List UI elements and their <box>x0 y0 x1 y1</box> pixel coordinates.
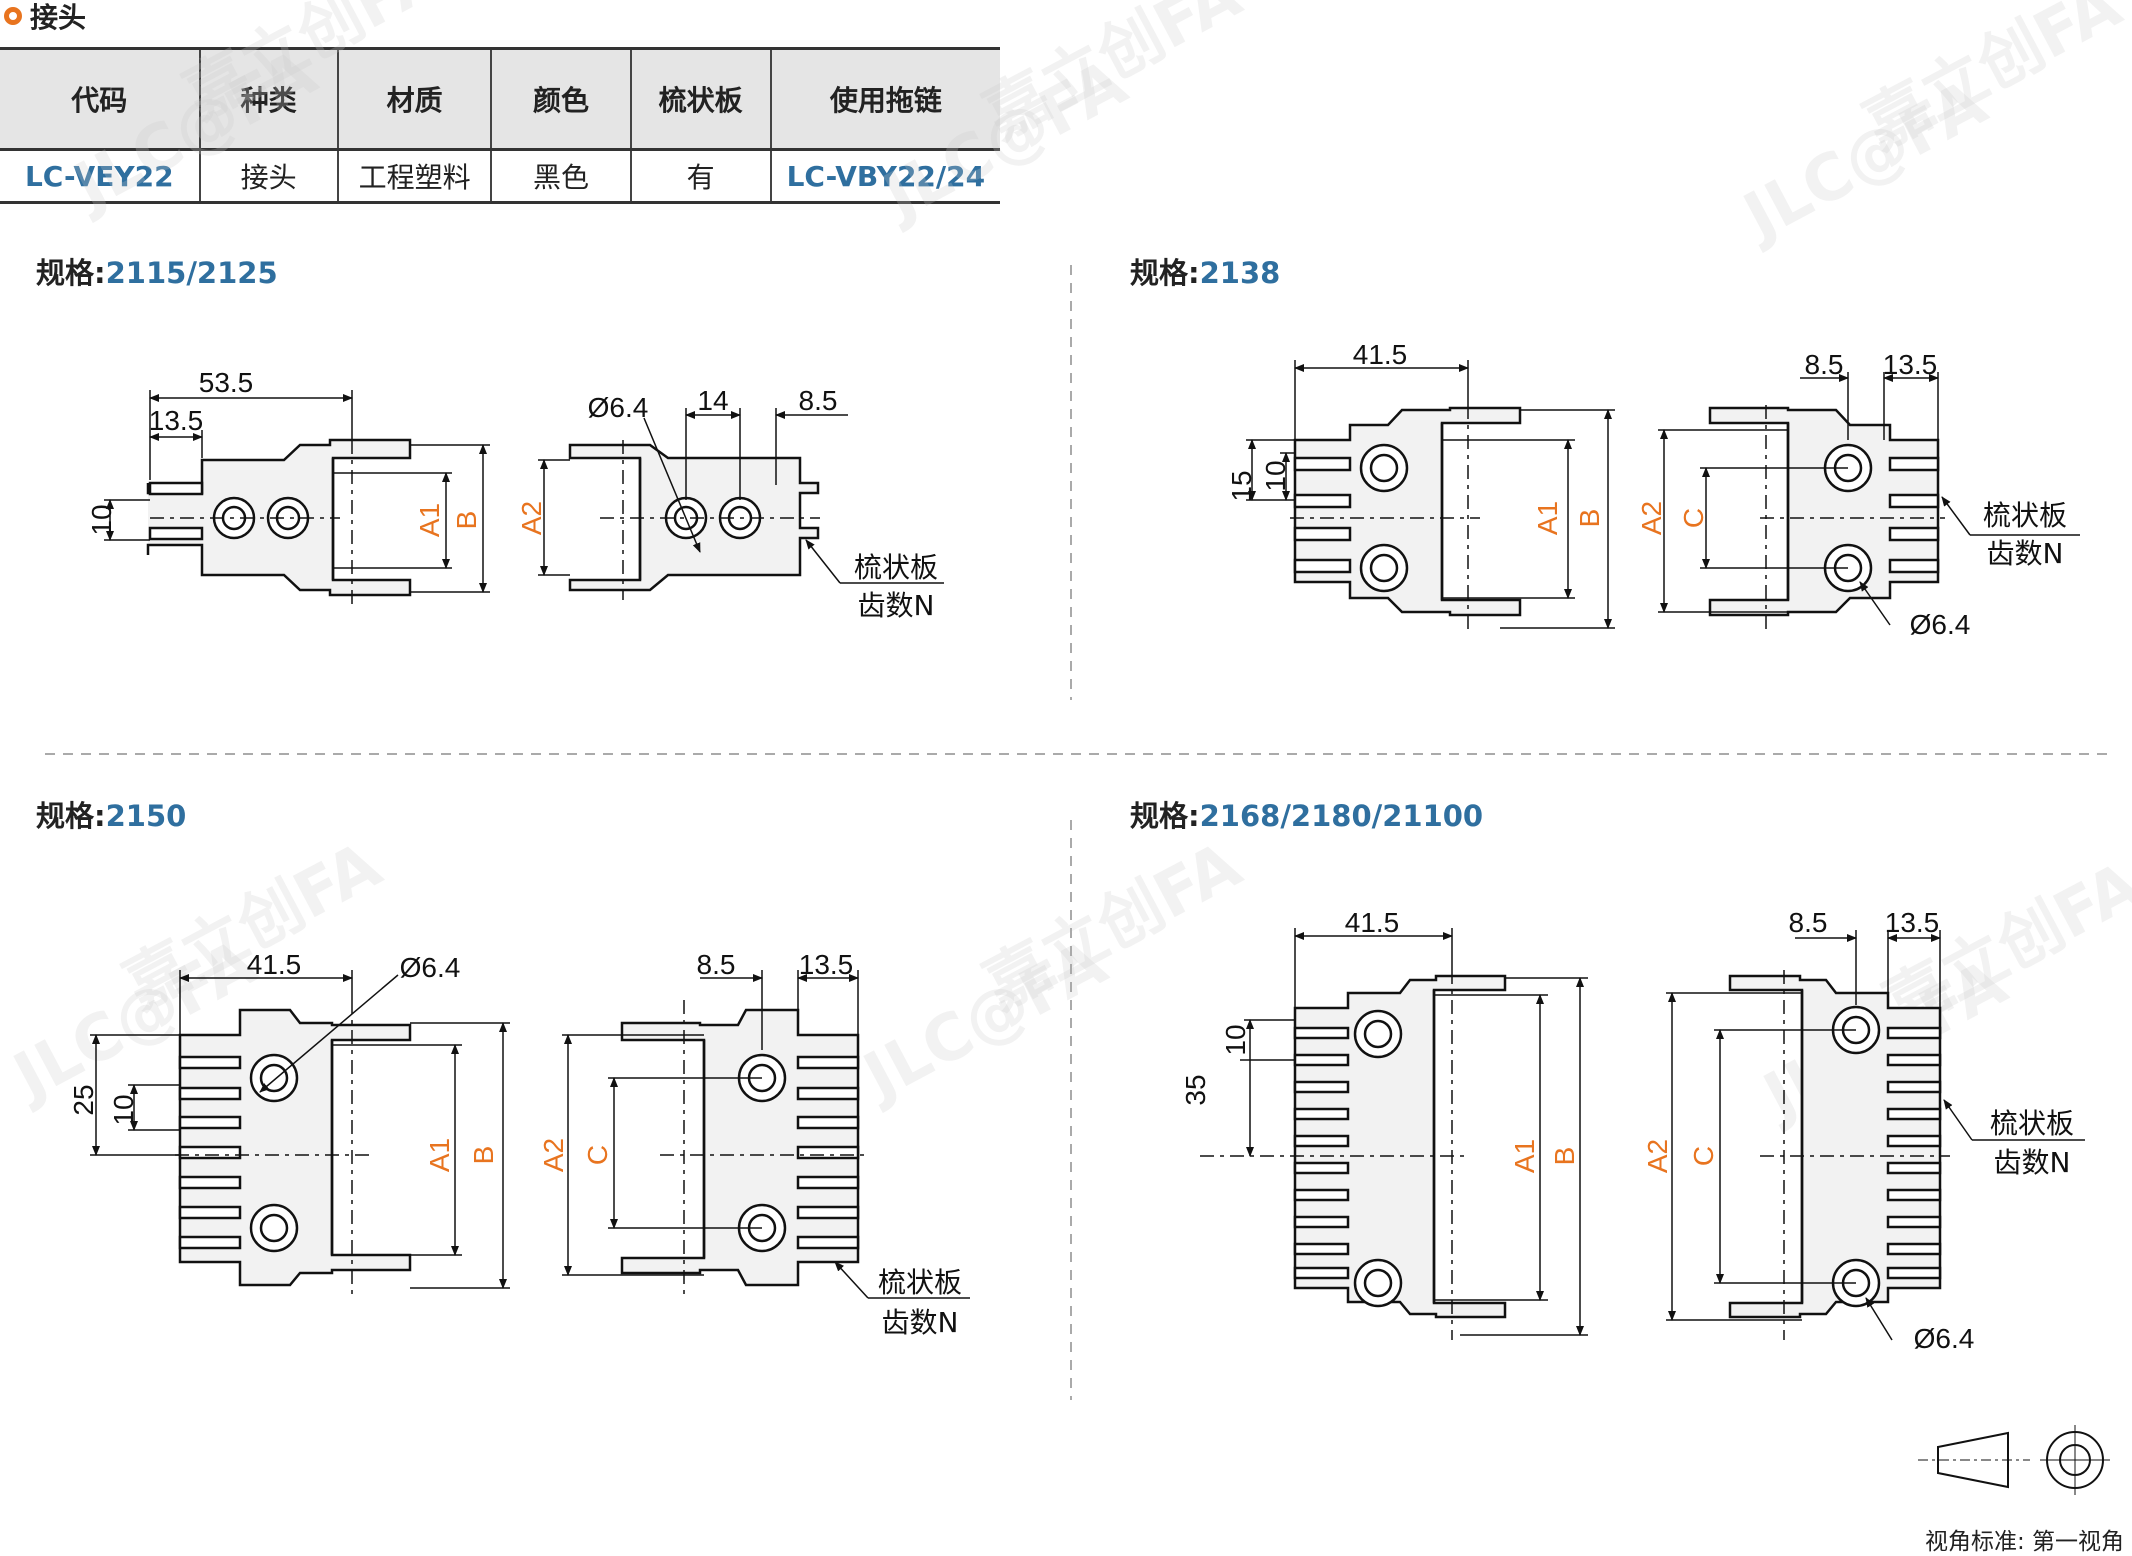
dims-2168-right <box>1666 930 2085 1341</box>
drawing-2150-right <box>620 1000 870 1300</box>
label-comb: 梳状板 <box>1990 1107 2074 1140</box>
dim-25: 25 <box>68 1084 99 1115</box>
section-title: 接头 <box>30 1 87 34</box>
dims-2138-right <box>1658 372 2080 626</box>
col-material: 材质 <box>337 47 493 151</box>
dim-53-5: 53.5 <box>199 367 254 398</box>
dims-2115-left <box>104 390 490 593</box>
watermark-brand: 嘉立创FA <box>1853 0 2132 164</box>
dims-2150-right <box>562 970 970 1299</box>
spec-label-4: 规格:2168/2180/21100 <box>1130 799 1484 833</box>
col-type: 种类 <box>199 47 339 151</box>
watermark-brand: 嘉立创FA <box>973 0 1254 154</box>
dim-35: 35 <box>1180 1074 1211 1105</box>
cell-material: 工程塑料 <box>337 149 493 204</box>
dim-13-5: 13.5 <box>1885 907 1940 938</box>
label-comb: 梳状板 <box>854 551 938 584</box>
spec-label-3: 规格:2150 <box>36 799 187 833</box>
drawing-2115-left <box>146 438 412 610</box>
dim-C: C <box>1688 1146 1719 1166</box>
dim-C: C <box>582 1145 613 1165</box>
dim-8-5: 8.5 <box>1789 907 1828 938</box>
dim-A2: A2 <box>538 1138 569 1172</box>
dim-15: 15 <box>1226 470 1257 501</box>
drawing-2168-left <box>1200 970 1507 1340</box>
dim-dia: Ø6.4 <box>400 952 461 983</box>
drawing-2115-right <box>568 440 820 600</box>
cell-comb: 有 <box>630 149 772 204</box>
dim-dia: Ø6.4 <box>1910 609 1971 640</box>
spec-label-2: 规格:2138 <box>1130 256 1281 290</box>
dim-B: B <box>1574 509 1605 528</box>
dim-A1: A1 <box>1532 501 1563 535</box>
drawing-2150-left <box>175 1000 412 1300</box>
dims-2168-left <box>1240 928 1588 1336</box>
dim-13-5: 13.5 <box>149 405 204 436</box>
label-teeth: 齿数N <box>1987 537 2064 570</box>
col-code: 代码 <box>0 47 201 151</box>
dim-8-5: 8.5 <box>697 949 736 980</box>
table-row: LC-VEY22 接头 工程塑料 黑色 有 LC-VBY22/24 <box>0 149 1000 204</box>
cell-chain: LC-VBY22/24 <box>770 149 1000 204</box>
label-comb: 梳状板 <box>878 1266 962 1299</box>
dim-10: 10 <box>86 504 117 535</box>
cell-code: LC-VEY22 <box>0 149 201 204</box>
dim-8-5: 8.5 <box>799 385 838 416</box>
col-chain: 使用拖链 <box>770 47 1000 151</box>
drawing-2138-left <box>1290 405 1522 632</box>
dim-A2: A2 <box>516 501 547 535</box>
label-comb: 梳状板 <box>1983 499 2067 532</box>
dim-B: B <box>468 1146 499 1165</box>
spec-label-1: 规格:2115/2125 <box>36 256 278 290</box>
first-angle-projection-icon <box>1918 1425 2110 1495</box>
ring-icon <box>4 7 22 25</box>
dim-10: 10 <box>1220 1024 1251 1055</box>
dim-41-5: 41.5 <box>1345 907 1400 938</box>
drawing-2168-right <box>1728 970 1950 1340</box>
dim-dia: Ø6.4 <box>1914 1323 1975 1354</box>
dim-A1: A1 <box>424 1138 455 1172</box>
spec-table: 代码 种类 材质 颜色 梳状板 使用拖链 LC-VEY22 接头 工程塑料 黑色… <box>0 47 1000 204</box>
view-standard-note: 视角标准: 第一视角 <box>1924 1529 2124 1555</box>
col-color: 颜色 <box>491 47 632 151</box>
dim-10: 10 <box>108 1094 139 1125</box>
cell-type: 接头 <box>199 149 339 204</box>
table-header-row: 代码 种类 材质 颜色 梳状板 使用拖链 <box>0 47 1000 151</box>
dim-13-5: 13.5 <box>1883 349 1938 380</box>
dim-dia: Ø6.4 <box>588 392 649 423</box>
dim-8-5: 8.5 <box>1805 349 1844 380</box>
watermark-brand: 嘉立创FA <box>173 0 454 134</box>
dim-41-5: 41.5 <box>247 949 302 980</box>
dims-2150-left <box>90 970 510 1289</box>
dim-A1: A1 <box>414 503 445 537</box>
dim-41-5: 41.5 <box>1353 339 1408 370</box>
dims-2115-right <box>538 408 944 584</box>
label-teeth: 齿数N <box>858 589 935 622</box>
dim-C: C <box>1678 508 1709 528</box>
cell-color: 黑色 <box>491 149 632 204</box>
dim-A1: A1 <box>1509 1139 1540 1173</box>
dim-10: 10 <box>1260 460 1291 491</box>
label-teeth: 齿数N <box>1994 1146 2071 1179</box>
watermark-brand: 嘉立创FA <box>973 828 1254 1024</box>
dim-A2: A2 <box>1636 501 1667 535</box>
dims-2138-left <box>1246 360 1615 629</box>
dim-B: B <box>1549 1147 1580 1166</box>
dim-A2: A2 <box>1642 1139 1673 1173</box>
drawing-2138-right <box>1708 405 1945 632</box>
label-teeth: 齿数N <box>882 1306 959 1339</box>
dim-13-5: 13.5 <box>799 949 854 980</box>
dim-B: B <box>451 511 482 530</box>
section-header: 接头 <box>0 0 86 34</box>
col-comb: 梳状板 <box>630 47 772 151</box>
dim-14: 14 <box>697 385 728 416</box>
